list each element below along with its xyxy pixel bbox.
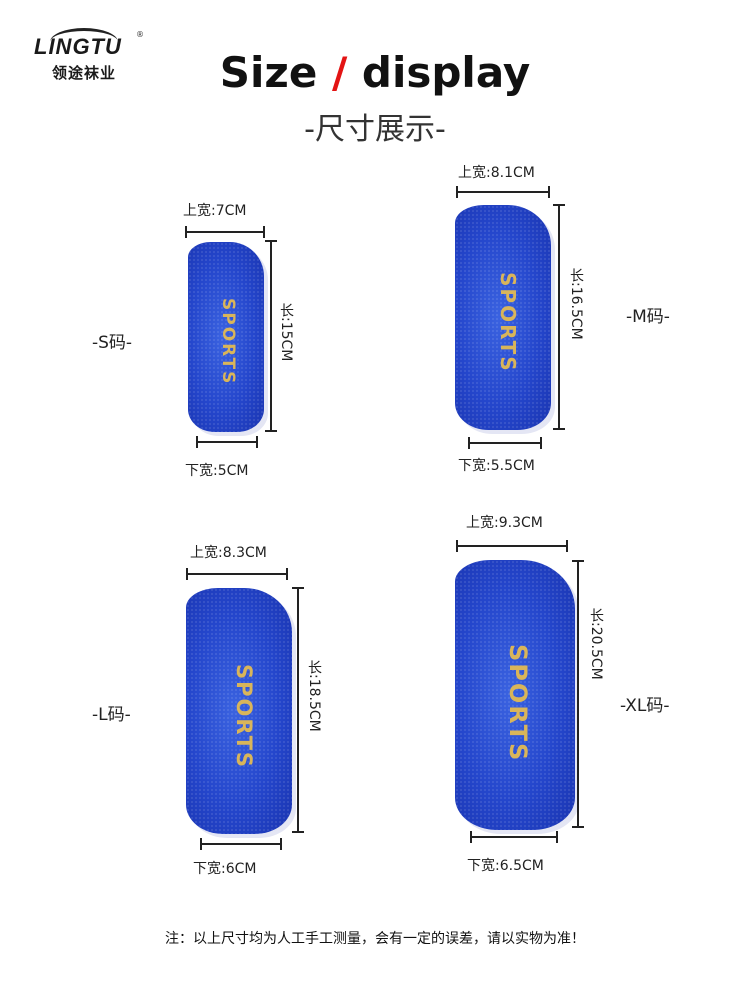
top-width-line: [185, 226, 265, 238]
bottom-width-line: [470, 831, 558, 843]
bottom-width-label: 下宽:5CM: [185, 463, 249, 479]
measurement-note: 注：以上尺寸均为人工手工测量，会有一定的误差，请以实物为准！: [165, 931, 585, 947]
length-label: 长:18.5CM: [306, 660, 322, 732]
length-line: [572, 560, 584, 828]
bottom-width-line: [200, 838, 282, 850]
length-line: [265, 240, 277, 432]
page-subtitle: -尺寸展示-: [304, 112, 446, 147]
shin-guard-l-image: [186, 588, 292, 834]
shin-guard-s-image: [188, 242, 264, 432]
shin-guard-m-image: [455, 205, 551, 430]
bottom-width-label: 下宽:6CM: [193, 861, 257, 877]
title-left: Size: [219, 48, 318, 97]
top-width-label: 上宽:7CM: [183, 203, 247, 219]
size-label-xl: -XL码-: [620, 696, 670, 716]
top-width-label: 上宽:8.1CM: [458, 165, 535, 181]
top-width-line: [456, 186, 550, 198]
registered-mark-icon: ®: [136, 30, 144, 39]
bottom-width-label: 下宽:6.5CM: [467, 858, 544, 874]
length-label: 长:20.5CM: [588, 608, 604, 680]
bottom-width-line: [196, 436, 258, 448]
brand-logo: LINGTU ® 领途袜业: [30, 24, 150, 84]
bottom-width-label: 下宽:5.5CM: [458, 458, 535, 474]
company-name: 领途袜业: [52, 64, 117, 82]
length-label: 长:16.5CM: [568, 268, 584, 340]
top-width-label: 上宽:9.3CM: [466, 515, 543, 531]
length-line: [292, 587, 304, 833]
length-line: [553, 204, 565, 430]
title-separator: /: [331, 48, 348, 97]
top-width-line: [456, 540, 568, 552]
logo-arc-icon: [50, 28, 118, 42]
size-label-m: -M码-: [626, 307, 670, 327]
shin-guard-xl-image: [455, 560, 575, 830]
logo-text: LINGTU: [34, 34, 122, 59]
sports-print: SPORTS: [232, 664, 256, 770]
title-right: display: [361, 48, 531, 97]
sports-print: SPORTS: [504, 644, 532, 763]
size-label-s: -S码-: [92, 333, 133, 353]
top-width-label: 上宽:8.3CM: [190, 545, 267, 561]
page-title: Size / display: [0, 48, 750, 97]
bottom-width-line: [468, 437, 542, 449]
size-label-l: -L码-: [92, 705, 131, 725]
length-label: 长:15CM: [278, 303, 294, 362]
sports-print: SPORTS: [218, 298, 238, 386]
top-width-line: [186, 568, 288, 580]
sports-print: SPORTS: [496, 272, 520, 373]
